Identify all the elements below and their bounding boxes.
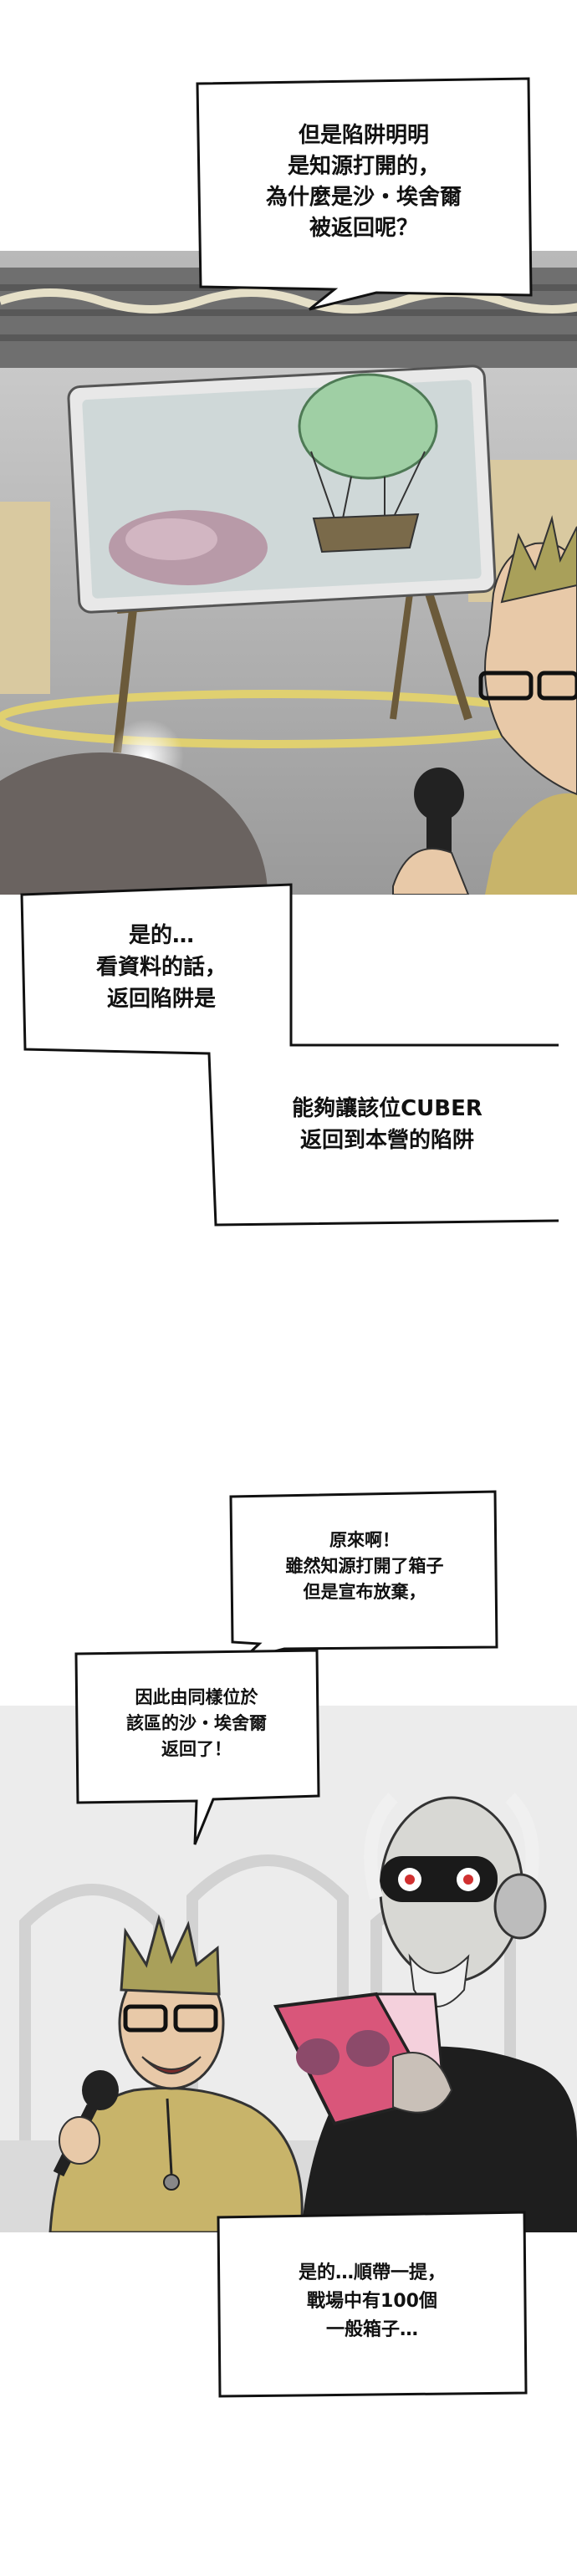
panel-stadium-screen (0, 251, 577, 895)
speech-text-3: 能夠讓該位CUBER 返回到本營的陷阱 (292, 1096, 483, 1153)
speech-text-5: 因此由同樣位於 該區的沙・埃舍爾 返回了！ (126, 1686, 267, 1759)
speech-text-6: 是的…順帶一提， 戰場中有100個 一般箱子… (298, 2262, 446, 2340)
speech-text-1: 但是陷阱明明 是知源打開的， 為什麼是沙・埃舍爾 被返回呢？ (265, 123, 462, 241)
speech-bubble-5: 是的…順帶一提， 戰場中有100個 一般箱子… (213, 2207, 531, 2400)
speech-text-4: 原來啊！ 雖然知源打開了箱子 但是宣布放棄， (285, 1529, 444, 1602)
speech-bubble-2: 是的… 看資料的話， 返回陷阱是 能夠讓該位CUBER 返回到本營的陷阱 (15, 870, 559, 1229)
speech-text-2: 是的… 看資料的話， 返回陷阱是 (95, 923, 227, 1012)
stadium-illustration (0, 251, 577, 895)
speech-bubble-3: 原來啊！ 雖然知源打開了箱子 但是宣布放棄， (226, 1488, 502, 1664)
speech-bubble-1: 但是陷阱明明 是知源打開的， 為什麼是沙・埃舍爾 被返回呢？ (192, 74, 535, 312)
speech-bubble-4: 因此由同樣位於 該區的沙・埃舍爾 返回了！ (71, 1647, 322, 1848)
